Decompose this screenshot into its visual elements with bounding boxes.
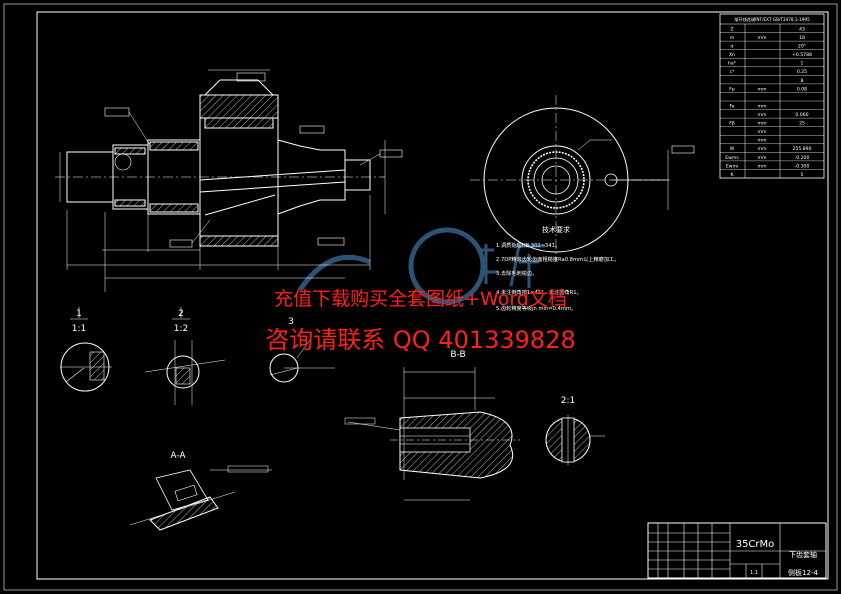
part-name: 下齿套轴 — [789, 550, 817, 559]
detail-view-2: 2 1:2 — [144, 307, 226, 405]
spec-row-label: ha* — [728, 61, 737, 67]
spec-row-label: W — [730, 146, 735, 152]
spec-table-header: 渐开线花键INT/EXT GB/T3478.1-1995 — [734, 16, 810, 23]
spec-row-value: +0.5788 — [792, 52, 812, 58]
detail-21-label: 2:1 — [561, 396, 575, 406]
spec-row-label: Ewms — [725, 155, 739, 161]
spec-row-value: 1 — [801, 61, 804, 67]
spec-row-label: m — [730, 36, 735, 41]
spec-row-unit: mm — [758, 36, 767, 41]
spec-row-unit: mm — [758, 104, 767, 109]
tech-req-title: 技术要求 — [542, 225, 570, 234]
spec-row-value: 8 — [801, 78, 804, 84]
spec-row-value: 25 — [799, 121, 805, 127]
section-bb: B-B — [344, 350, 520, 501]
detail-view-3: 3 — [269, 317, 335, 383]
title-block: 35CrMo 下齿套轴 侧板12-4 1:1 — [647, 522, 827, 579]
material: 35CrMo — [736, 539, 775, 550]
detail-2-scale: 1:2 — [174, 324, 188, 334]
detail-2-label: 2 — [178, 309, 184, 319]
spec-row-label: α — [730, 45, 733, 50]
tech-req-item: 5.齿轮精度等级jn min=0.4mm。 — [496, 304, 576, 312]
section-aa-label: A-A — [170, 451, 186, 461]
detail-1-label: 1 — [76, 309, 82, 319]
technical-requirements: 技术要求 1.调质处理HB 302~341。 2.7DP精滚齿轮齿面粗糙度Ra0… — [496, 225, 619, 312]
spec-row-label: Z — [730, 26, 733, 32]
end-view — [470, 95, 695, 262]
spec-row-label: Fβ — [729, 121, 735, 127]
spec-row-label: Ewmi — [726, 163, 738, 169]
tech-req-item: 2.7DP精滚齿轮齿面粗糙度Ra0.8mm以上精磨加工。 — [496, 255, 619, 263]
spec-row-unit: mm — [758, 147, 767, 152]
detail-view-1: 1 1:1 — [60, 307, 112, 392]
spec-row-value: 43 — [799, 26, 805, 32]
spec-row-label: Fp — [729, 86, 735, 92]
spec-row-value: -0.200 — [795, 155, 810, 161]
main-section-view — [55, 69, 403, 292]
watermark-logo — [297, 227, 545, 305]
spec-row-value: 0.08 — [797, 86, 807, 92]
tech-req-item: 3.去除毛刺锐边。 — [496, 269, 537, 277]
spec-row-unit: mm — [758, 156, 767, 161]
drawing-frame — [3, 3, 838, 591]
spec-row-label: K — [730, 172, 734, 178]
watermark-line-2: 咨询请联系 QQ 401339828 — [265, 326, 576, 354]
spec-row-unit: mm — [758, 130, 767, 135]
spec-row-unit: mm — [758, 122, 767, 127]
spec-row-value: 0.060 — [795, 112, 808, 118]
detail-3-label: 3 — [288, 317, 294, 327]
section-bb-label: B-B — [450, 350, 465, 360]
spec-row-value: 255.890 — [793, 146, 812, 152]
watermark-line-1: 充值下载购买全套图纸+Word文档 — [274, 288, 567, 310]
spec-row-label: Xn — [729, 52, 735, 58]
spec-row-value: 5 — [801, 172, 804, 178]
detail-view-2-1: 2:1 — [545, 396, 605, 465]
section-aa: A-A — [129, 451, 272, 531]
spec-row-unit: mm — [758, 139, 767, 144]
drawing-number: 侧板12-4 — [788, 568, 818, 577]
spec-row-unit: mm — [758, 164, 767, 169]
spec-row-label: Fa — [729, 103, 734, 109]
scale: 1:1 — [750, 570, 758, 576]
spec-row-value: 20° — [798, 44, 806, 50]
spec-row-value: 0.25 — [797, 69, 807, 75]
tech-req-item: 1.调质处理HB 302~341。 — [496, 241, 560, 249]
tech-req-item: 4.未注倒角按1×45°，未注圆角R1。 — [496, 288, 582, 296]
spec-row-unit: mm — [758, 87, 767, 92]
spec-row-value: -0.300 — [795, 163, 810, 169]
detail-1-scale: 1:1 — [72, 324, 86, 334]
spec-row-value: 18 — [799, 35, 805, 41]
spec-row-label: c* — [730, 69, 736, 75]
spec-row-unit: mm — [758, 113, 767, 118]
